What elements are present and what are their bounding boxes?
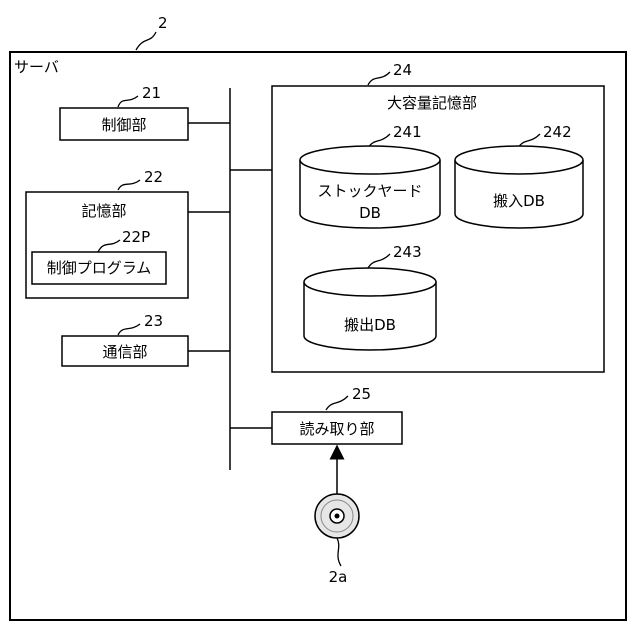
server-label: サーバ — [14, 58, 59, 76]
db-ref: 241 — [393, 123, 422, 141]
program-label: 制御プログラム — [47, 259, 152, 277]
reader-ref: 25 — [352, 385, 371, 403]
mass-storage-block: 24 大容量記憶部 241 ストックヤード DB 242 搬入DB 243 搬出… — [272, 61, 604, 372]
reader-unit-block: 25 読み取り部 — [272, 385, 402, 444]
comm-leader-line — [118, 324, 140, 335]
control-ref: 21 — [142, 84, 161, 102]
program-ref: 22P — [122, 228, 150, 246]
storage-unit-block: 22 記憶部 22P 制御プログラム — [26, 168, 188, 298]
server-leader-line — [136, 32, 156, 50]
control-unit-block: 21 制御部 — [60, 84, 188, 140]
db-label: 搬出DB — [344, 316, 396, 334]
comm-unit-block: 23 通信部 — [62, 312, 188, 366]
db-ref: 243 — [393, 243, 422, 261]
disc-icon — [315, 494, 359, 538]
db-cylinder-top — [300, 146, 440, 174]
comm-label: 通信部 — [102, 343, 147, 361]
db-label-line1: ストックヤード — [317, 182, 422, 200]
db-ref: 242 — [543, 123, 572, 141]
mass-label: 大容量記憶部 — [387, 94, 477, 112]
media-leader-line — [337, 538, 341, 566]
server-ref: 2 — [158, 14, 168, 32]
storage-leader-line — [118, 180, 140, 190]
storage-label: 記憶部 — [81, 202, 126, 220]
media-ref: 2a — [329, 568, 348, 586]
db-label-line2: DB — [359, 204, 381, 222]
disc-hole — [335, 514, 340, 519]
reader-leader-line — [326, 396, 348, 410]
mass-leader-line — [368, 72, 390, 85]
db-cylinder-top — [304, 268, 436, 296]
mass-ref: 24 — [393, 61, 412, 79]
bus — [188, 88, 272, 470]
control-label: 制御部 — [101, 116, 146, 134]
comm-ref: 23 — [144, 312, 163, 330]
storage-ref: 22 — [144, 168, 163, 186]
reader-label: 読み取り部 — [299, 420, 374, 438]
db-cylinder-top — [455, 146, 583, 174]
db-label: 搬入DB — [493, 192, 545, 210]
control-leader-line — [118, 96, 138, 107]
